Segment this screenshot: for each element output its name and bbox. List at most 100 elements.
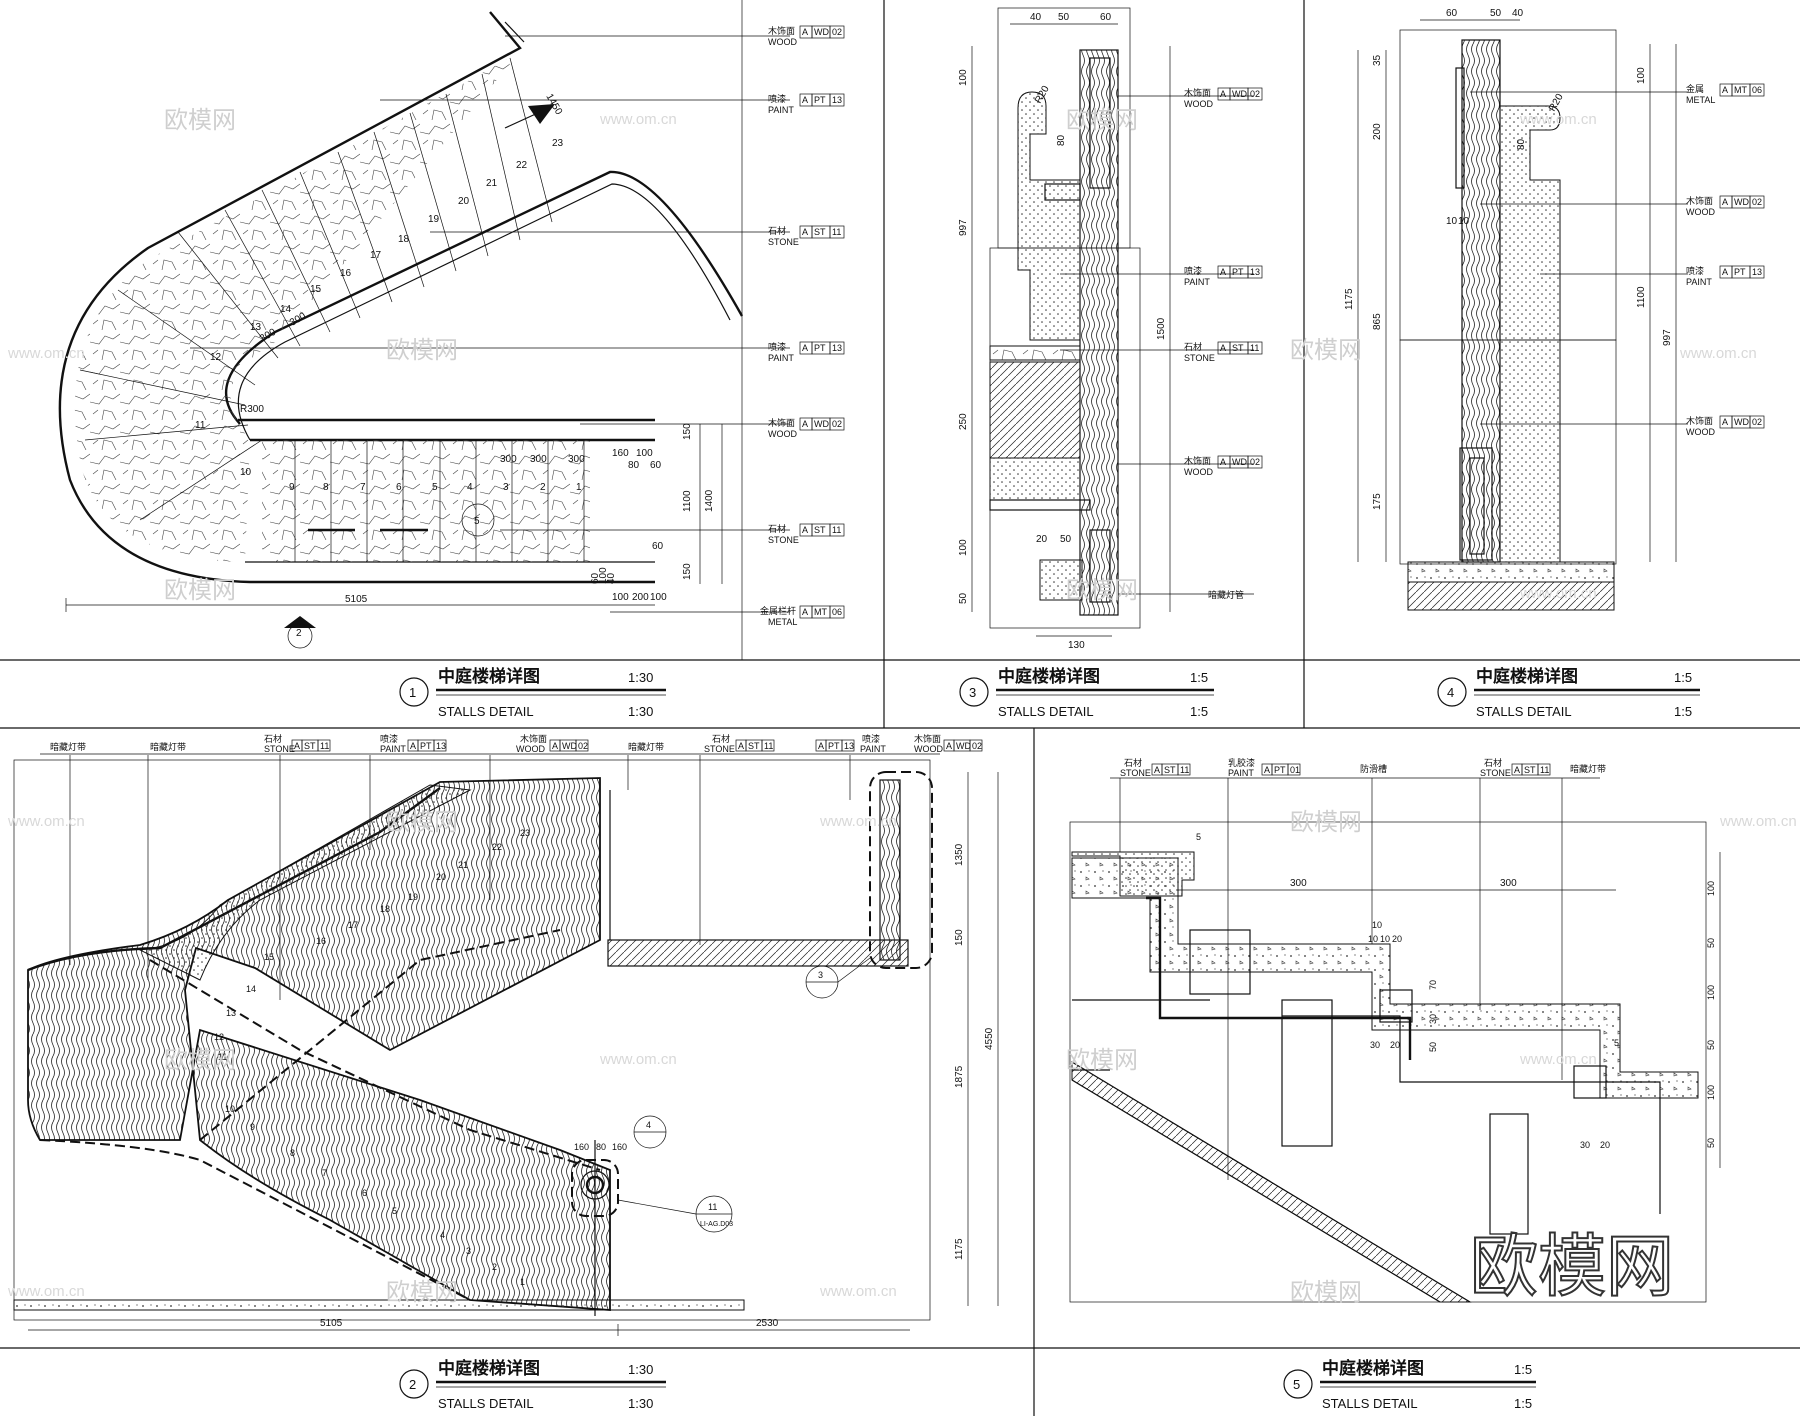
svg-text:木饰面: 木饰面	[1686, 195, 1713, 206]
svg-text:5: 5	[1293, 1377, 1300, 1392]
title-block-4: 4 中庭楼梯详图 1:5 STALLS DETAIL 1:5	[1437, 666, 1700, 719]
svg-text:PAINT: PAINT	[768, 353, 794, 363]
svg-text:18: 18	[380, 904, 390, 914]
svg-text:METAL: METAL	[768, 617, 797, 627]
svg-text:PAINT: PAINT	[1228, 768, 1254, 778]
dim: 100	[1636, 67, 1647, 84]
svg-text:www.om.cn: www.om.cn	[1719, 813, 1797, 830]
dim: 100	[650, 592, 667, 603]
svg-text:石材: 石材	[1124, 757, 1142, 768]
svg-text:5: 5	[1196, 832, 1201, 842]
svg-text:1:30: 1:30	[628, 670, 653, 685]
svg-text:1:5: 1:5	[1674, 670, 1692, 685]
svg-text:A: A	[1220, 267, 1226, 277]
step-label: 22	[516, 160, 528, 171]
svg-text:02: 02	[578, 741, 588, 751]
dim: 80	[1516, 138, 1527, 150]
step-label: 15	[310, 284, 322, 295]
step-label: 19	[428, 214, 440, 225]
svg-text:中庭楼梯详图: 中庭楼梯详图	[438, 1358, 540, 1378]
svg-text:金属栏杆: 金属栏杆	[760, 605, 796, 616]
dim: 160	[612, 448, 629, 459]
svg-text:7: 7	[322, 1168, 327, 1178]
step-label: 10	[240, 467, 252, 478]
svg-text:1:5: 1:5	[1674, 704, 1692, 719]
svg-text:PAINT: PAINT	[768, 105, 794, 115]
dim: 5105	[320, 1318, 343, 1329]
detail-ref-label: 5	[474, 516, 480, 527]
svg-text:欧模网: 欧模网	[386, 337, 458, 364]
svg-text:喷漆: 喷漆	[862, 733, 880, 744]
svg-text:PAINT: PAINT	[380, 744, 406, 754]
svg-text:STALLS DETAIL: STALLS DETAIL	[438, 1396, 534, 1411]
svg-text:02: 02	[832, 27, 842, 37]
dim: 300	[1290, 878, 1307, 889]
svg-text:11: 11	[320, 741, 329, 751]
svg-text:乳胶漆: 乳胶漆	[1228, 757, 1255, 768]
svg-text:3: 3	[969, 685, 976, 700]
dim: 10	[1458, 216, 1470, 227]
svg-text:50: 50	[1428, 1042, 1438, 1052]
svg-text:22: 22	[492, 842, 502, 852]
svg-text:WD: WD	[1734, 417, 1749, 427]
svg-text:02: 02	[1250, 89, 1260, 99]
step-label: 16	[340, 268, 352, 279]
svg-text:A: A	[802, 525, 808, 535]
dim: 50	[958, 592, 969, 604]
section-marker: 2	[284, 616, 316, 649]
panel-5-detail: 300 300 5 10 10 10 20 70 30 50 30 20 5 3…	[1069, 757, 1721, 1303]
callout-4: 4	[646, 1120, 651, 1130]
dim: 175	[1372, 493, 1383, 510]
svg-text:STONE: STONE	[264, 744, 295, 754]
svg-text:23: 23	[520, 828, 530, 838]
svg-text:STONE: STONE	[1120, 768, 1151, 778]
svg-text:www.om.cn: www.om.cn	[1679, 345, 1757, 362]
step-label: 5	[432, 482, 438, 493]
dim: 150	[682, 563, 693, 580]
svg-text:欧模网: 欧模网	[1066, 577, 1138, 604]
svg-text:欧模网: 欧模网	[1290, 809, 1362, 836]
svg-text:中庭楼梯详图: 中庭楼梯详图	[998, 666, 1100, 686]
svg-text:石材: 石材	[712, 733, 730, 744]
svg-text:16: 16	[316, 936, 326, 946]
svg-text:6: 6	[362, 1188, 367, 1198]
svg-text:50: 50	[1706, 938, 1716, 948]
svg-text:STONE: STONE	[1480, 768, 1511, 778]
dim: 300	[568, 454, 585, 465]
step-label: 2	[540, 482, 546, 493]
svg-text:A: A	[802, 27, 808, 37]
svg-text:STONE: STONE	[1184, 353, 1215, 363]
svg-text:A: A	[1220, 343, 1226, 353]
svg-text:MT: MT	[1734, 85, 1747, 95]
svg-text:10: 10	[1372, 920, 1382, 930]
svg-text:WD: WD	[562, 741, 577, 751]
dim: 150	[954, 929, 965, 946]
svg-text:暗藏灯带: 暗藏灯带	[1570, 763, 1606, 774]
svg-text:STONE: STONE	[768, 237, 799, 247]
svg-text:暗藏灯带: 暗藏灯带	[628, 741, 664, 752]
svg-text:木饰面: 木饰面	[768, 25, 795, 36]
svg-text:石材: 石材	[264, 733, 282, 744]
svg-text:STALLS DETAIL: STALLS DETAIL	[438, 704, 534, 719]
svg-text:ST: ST	[1232, 343, 1244, 353]
dim: 60	[1446, 8, 1458, 19]
svg-text:11: 11	[764, 741, 773, 751]
svg-text:PT: PT	[1274, 765, 1286, 775]
step-label: 21	[486, 178, 498, 189]
svg-text:1:30: 1:30	[628, 704, 653, 719]
section-ref-label: 2	[296, 628, 302, 639]
dim: 60	[650, 460, 662, 471]
svg-text:50: 50	[1706, 1040, 1716, 1050]
dim: 40	[606, 572, 617, 584]
callout-11-sheet: LI-AG.D03	[700, 1221, 733, 1228]
big-watermark-logo: 欧模网	[1469, 1227, 1675, 1308]
step-label: 4	[467, 482, 473, 493]
svg-text:A: A	[738, 741, 744, 751]
svg-text:100: 100	[1706, 985, 1716, 1000]
dim: 150	[682, 423, 693, 440]
svg-text:A: A	[802, 607, 808, 617]
